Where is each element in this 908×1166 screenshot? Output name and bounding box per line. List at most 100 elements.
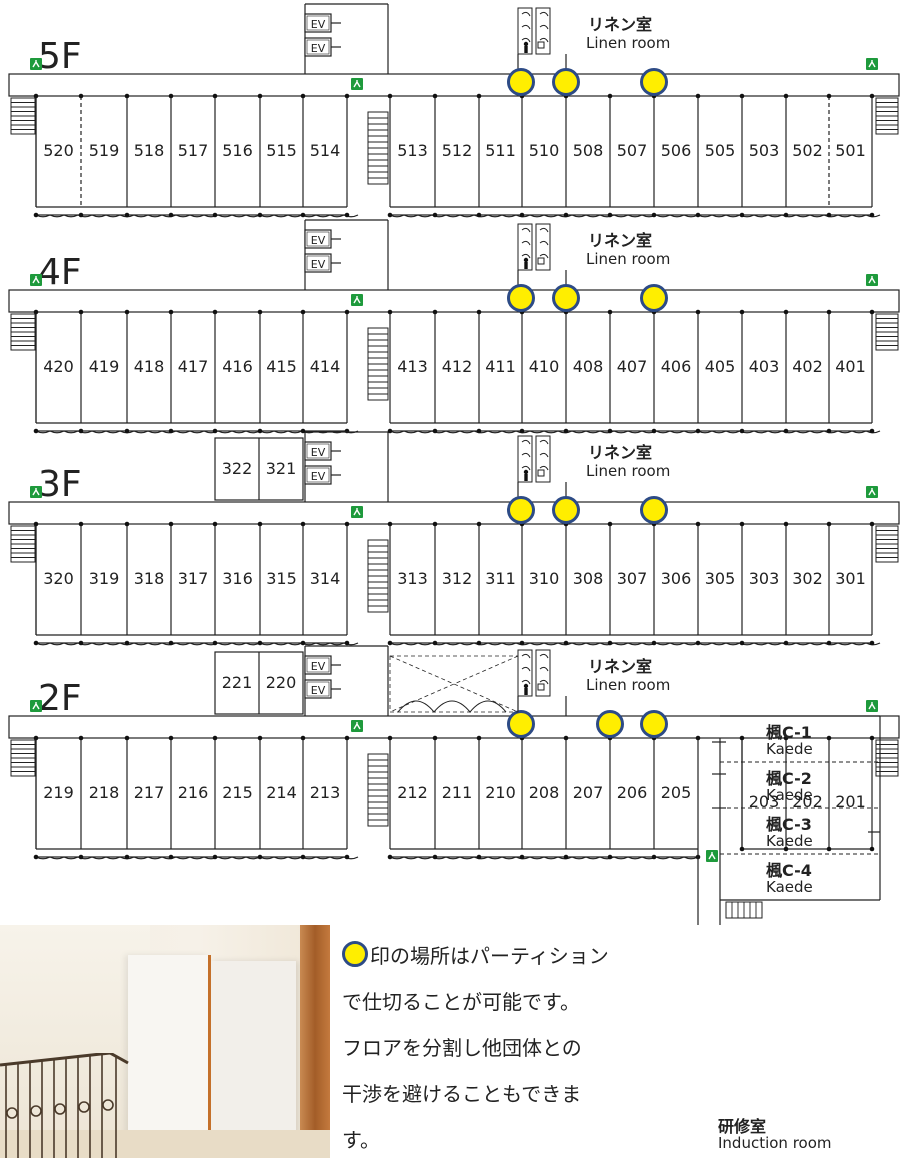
exit-sign-bg	[30, 274, 42, 286]
column-dot	[607, 93, 613, 99]
balcony-edge	[389, 642, 881, 646]
column-dot	[212, 854, 218, 860]
column-dot	[826, 735, 832, 741]
room-number: 201	[835, 792, 866, 811]
column-dot	[783, 428, 789, 434]
column-dot	[783, 93, 789, 99]
room-number: 412	[442, 357, 473, 376]
exit-sign-figure	[32, 60, 40, 68]
column-dot	[78, 521, 84, 527]
column-dot	[695, 309, 701, 315]
column-dot	[344, 93, 350, 99]
stairs-icon	[875, 97, 899, 135]
column-dot	[344, 309, 350, 315]
room-number: 206	[617, 783, 648, 802]
room-number: 310	[529, 569, 560, 588]
floor-label: 5F	[38, 36, 82, 77]
room-number: 520	[43, 141, 74, 160]
room-number: 519	[89, 141, 120, 160]
room-number: 210	[485, 783, 516, 802]
person-figure	[523, 41, 529, 47]
column-dot	[257, 735, 263, 741]
restroom-fixture	[521, 37, 531, 43]
stairs-icon	[725, 901, 763, 919]
column-dot	[607, 854, 613, 860]
kaede-room-en: Kaede	[766, 832, 813, 850]
column-dot	[432, 735, 438, 741]
column-dot	[869, 735, 875, 741]
column-dot	[607, 309, 613, 315]
elevator-label: EV	[311, 684, 326, 697]
partition-marker-icon	[507, 496, 535, 524]
room-number: 220	[266, 673, 297, 692]
column-dot	[78, 735, 84, 741]
restroom-fixture	[539, 666, 549, 672]
column-dot	[651, 640, 657, 646]
exit-sign-bg	[351, 506, 363, 518]
column-dot	[300, 212, 306, 218]
restroom-fixture	[521, 465, 531, 471]
restroom-fixture	[539, 253, 549, 259]
linen-room-jp: リネン室	[588, 657, 652, 676]
restroom-box	[517, 223, 533, 271]
elevator-label: EV	[311, 660, 326, 673]
exit-sign-icon	[30, 58, 42, 70]
column-dot	[607, 521, 613, 527]
exit-sign-icon	[30, 700, 42, 712]
column-dot	[695, 93, 701, 99]
restroom-fixture	[521, 452, 531, 458]
restroom-fixture	[539, 11, 549, 17]
restroom-fixture	[521, 227, 531, 233]
room-number: 514	[310, 141, 341, 160]
restroom-fixture	[539, 37, 549, 43]
room-number: 203	[749, 792, 780, 811]
room-number: 415	[266, 357, 297, 376]
room-number: 320	[43, 569, 74, 588]
column-dot	[78, 309, 84, 315]
restroom-fixture	[539, 653, 549, 659]
restroom-box	[517, 435, 533, 483]
column-dot	[344, 735, 350, 741]
atrium	[389, 655, 519, 713]
elevator-label: EV	[311, 234, 326, 247]
column-dot	[33, 521, 39, 527]
legend-line-4: 干渉を避けることもできま	[342, 1082, 582, 1106]
floor-label: 3F	[38, 464, 82, 505]
person-figure	[523, 257, 529, 263]
room-number: 517	[178, 141, 209, 160]
column-dot	[476, 93, 482, 99]
column-dot	[344, 212, 350, 218]
column-dot	[869, 640, 875, 646]
room-number: 302	[792, 569, 823, 588]
room-number: 508	[573, 141, 604, 160]
column-dot	[783, 846, 789, 852]
restroom-fixture	[521, 253, 531, 259]
column-dot	[387, 854, 393, 860]
room-number: 218	[89, 783, 120, 802]
room-number: 208	[529, 783, 560, 802]
column-dot	[519, 640, 525, 646]
room-number: 413	[397, 357, 428, 376]
stairs-icon	[10, 739, 36, 777]
elevator-inner	[306, 231, 330, 247]
column-dot	[168, 93, 174, 99]
room-number: 414	[310, 357, 341, 376]
exit-sign-figure	[868, 488, 876, 496]
elevator-inner	[306, 467, 330, 483]
column-dot	[212, 309, 218, 315]
column-dot	[432, 640, 438, 646]
stairs-icon	[10, 313, 36, 351]
partition-marker-icon	[507, 68, 535, 96]
atrium-arches	[397, 700, 507, 713]
elevator-label: EV	[311, 18, 326, 31]
column-dot	[33, 854, 39, 860]
partition-marker-icon	[640, 710, 668, 738]
column-dot	[387, 521, 393, 527]
room-number: 401	[835, 357, 866, 376]
exit-sign-icon	[351, 78, 363, 90]
room-number: 303	[749, 569, 780, 588]
stairs-icon	[10, 97, 36, 135]
column-dot	[695, 521, 701, 527]
room-number: 317	[178, 569, 209, 588]
